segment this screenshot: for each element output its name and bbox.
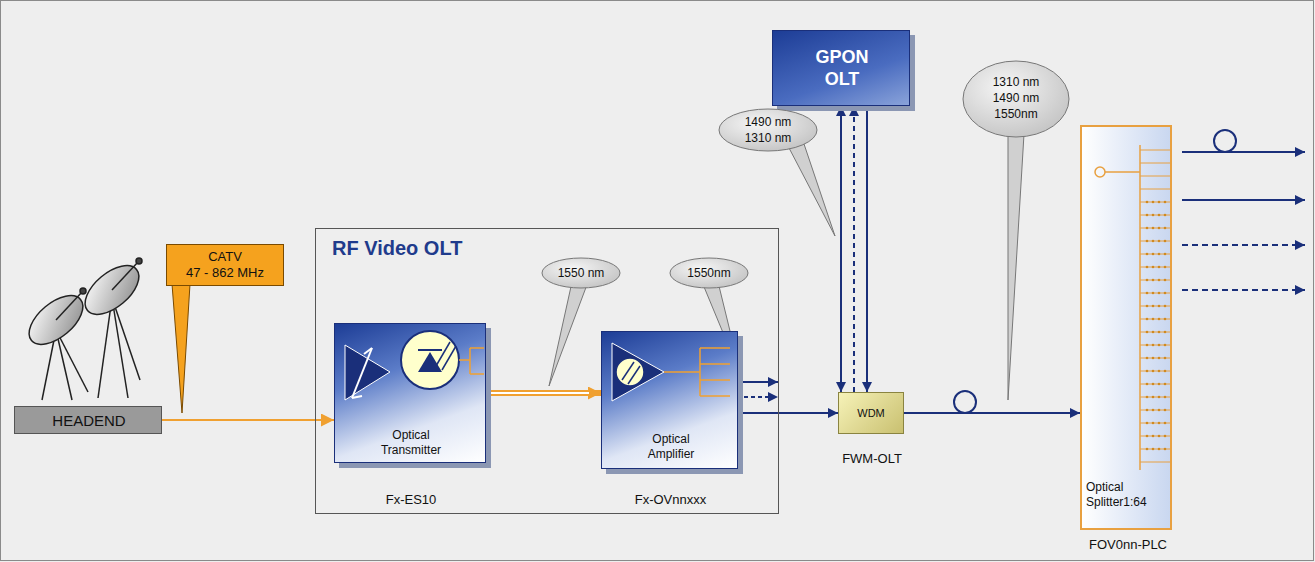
connector [866,106,868,392]
wavelength-label: 1550nm [669,257,749,289]
text-holder: GPON OLT [798,46,886,90]
wavelength-label: 1310 nm 1490 nm 1550nm [986,74,1046,122]
text-holder: Optical Amplifier [635,432,707,462]
part-code: Fx-ES10 [325,492,497,508]
text-holder: 1310 nm 1490 nm 1550nm [986,74,1046,122]
text-holder: HEADEND [15,407,163,435]
part-code: Fx-OVnnxxx [587,492,754,508]
device-label: Optical Splitter1:64 [1086,480,1166,510]
text-holder: RF Video OLT [332,236,552,260]
fiber-inner-stripe [486,392,589,394]
text-holder: FOV0nn-PLC [1068,537,1188,553]
satellite-dishes [21,256,148,400]
wavelength-label: 1490 nm 1310 nm [738,114,798,146]
wdm-box: WDMFWM-OLT [838,392,904,434]
device-label: WDM [839,405,903,421]
connector [853,106,855,392]
connector [904,412,1080,414]
headend-box: HEADEND [14,406,162,434]
connector [486,390,601,396]
text-holder: Optical Transmitter [361,428,461,458]
group-title: RF Video OLT [332,236,552,260]
group-box: Optical TransmitterFx-ES101550 nmOptical… [315,228,779,514]
callout-tail [549,282,588,386]
frequency-range: 47 - 862 MHz [167,265,283,281]
callout-box: CATV47 - 862 MHz [166,244,284,286]
connector [840,106,842,392]
text-holder: 1550nm [669,257,749,289]
device-label: Optical Transmitter [361,428,461,458]
wavelength-label: 1550 nm [541,257,621,289]
text-holder: 1490 nm 1310 nm [738,114,798,146]
text-holder: 47 - 862 MHz [167,265,283,281]
callout-tail [1008,134,1024,400]
text-holder: FWM-OLT [812,451,932,467]
output-arrow [737,396,778,398]
callout-bubble: 1550nm [669,257,749,289]
text-holder: WDM [839,405,903,421]
connector [738,412,838,414]
text-holder: 1550 nm [541,257,621,289]
part-code: FWM-OLT [812,451,932,467]
part-code: FOV0nn-PLC [1068,537,1188,553]
fiber-coil [954,391,976,413]
device-label: GPON OLT [798,46,886,90]
callout-ellipse [718,108,818,152]
device-label: Optical Amplifier [635,432,707,462]
signal-label: CATV [167,249,283,265]
transmitter-box: Optical TransmitterFx-ES10 [334,323,486,463]
callout-bubble: 1310 nm 1490 nm 1550nm [962,60,1070,138]
transmitter-icon [345,331,484,400]
connector [162,419,334,421]
text-holder: CATV [167,249,283,265]
headend-label: HEADEND [15,407,163,435]
splitter-box: Optical Splitter1:64FOV0nn-PLC [1080,125,1172,530]
splitter-outputs [1182,130,1305,290]
olt-box: GPON OLT [772,30,910,106]
callout-bubble: 1490 nm 1310 nm [718,108,818,152]
splitter-tines [1095,145,1170,470]
callout-bubble: 1550 nm [541,257,621,289]
text-holder: Fx-OVnnxxx [587,492,754,508]
text-holder: Optical Splitter1:64 [1086,480,1166,510]
callout-tail [172,284,190,413]
output-arrow [737,381,778,383]
amplifier-icon [612,343,730,401]
callout-tail [788,144,835,236]
text-holder: Fx-ES10 [325,492,497,508]
amplifier-box: Optical AmplifierFx-OVnnxxx [601,331,738,469]
